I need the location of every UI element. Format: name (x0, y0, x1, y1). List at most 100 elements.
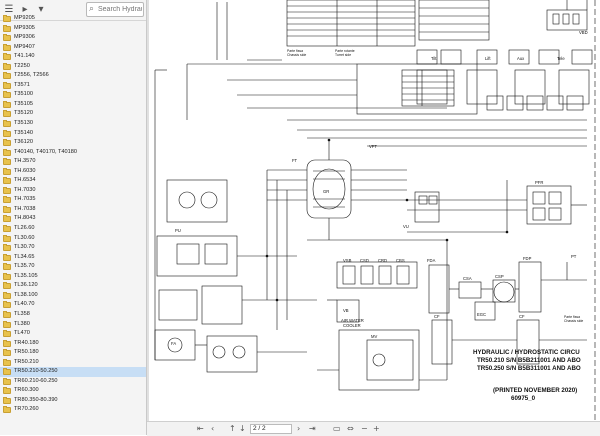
bookmark-item[interactable]: T41.140 (0, 52, 146, 62)
bookmark-item[interactable]: TL36.120 (0, 281, 146, 291)
next-arrow-icon[interactable]: ↓ (239, 424, 246, 433)
bookmark-label: TL35.105 (14, 272, 38, 279)
first-page-icon[interactable]: ⇤ (197, 424, 204, 433)
options-icon[interactable]: ▾ (38, 4, 44, 15)
bookmark-item[interactable]: MP9407 (0, 43, 146, 53)
bookmark-item[interactable]: TR70.260 (0, 405, 146, 415)
bookmark-label: T35105 (14, 100, 33, 107)
folder-icon (3, 24, 11, 32)
folder-icon (3, 53, 11, 61)
cbs-label: CBS (396, 258, 405, 263)
bookmark-label: T35140 (14, 129, 33, 136)
hydraulic-schematic: Parte fissa Chassis side Parte rotante T… (147, 0, 596, 421)
schematic-title-line-3: TR50.250 S/N B5B311001 AND ABO (477, 365, 581, 372)
csd-label: CSD (360, 258, 369, 263)
bookmark-item[interactable]: T35130 (0, 119, 146, 129)
bookmark-item[interactable]: TH.6534 (0, 176, 146, 186)
sidebar-toggle-icon[interactable]: ☰ (4, 4, 14, 15)
document-viewer[interactable]: Parte fissa Chassis side Parte rotante T… (147, 0, 600, 435)
bookmark-label: MP9305 (14, 24, 35, 31)
bookmark-item[interactable]: TL35.70 (0, 262, 146, 272)
last-page-icon[interactable]: ⇥ (309, 424, 316, 433)
bookmark-item[interactable]: TR40.180 (0, 339, 146, 349)
folder-icon (3, 81, 11, 89)
prev-page-icon[interactable]: ‹ (211, 424, 215, 433)
pu-label: PU (175, 228, 181, 233)
folder-icon (3, 110, 11, 118)
folder-icon (3, 396, 11, 404)
bookmark-item[interactable]: TH.7038 (0, 205, 146, 215)
bookmark-item[interactable]: TH.3570 (0, 157, 146, 167)
lift-label: Lift (485, 56, 491, 61)
cf-label-right: CF (519, 314, 525, 319)
fit-width-icon[interactable]: ⇔ (347, 424, 354, 433)
bookmark-label: T35130 (14, 120, 33, 127)
folder-icon (3, 282, 11, 290)
bookmark-item[interactable]: TL470 (0, 329, 146, 339)
bookmark-label: T3571 (14, 81, 30, 88)
folder-icon (3, 310, 11, 318)
folder-icon (3, 330, 11, 338)
expand-icon[interactable]: ▸ (22, 4, 28, 15)
bookmark-item[interactable]: T35140 (0, 129, 146, 139)
bookmark-item[interactable]: TR80.350-80.390 (0, 396, 146, 406)
prev-arrow-icon[interactable]: ↑ (229, 424, 236, 433)
bookmark-item[interactable]: T36120 (0, 138, 146, 148)
vbd-label: VBD (579, 30, 588, 35)
zoom-out-icon[interactable]: − (361, 424, 368, 433)
bookmark-label: T2556, T2566 (14, 72, 49, 79)
bookmark-label: T35100 (14, 91, 33, 98)
bookmark-item[interactable]: MP9305 (0, 24, 146, 34)
bookmark-item[interactable]: TR60.300 (0, 386, 146, 396)
bookmark-item[interactable]: TL40.70 (0, 300, 146, 310)
bookmark-item[interactable]: T35105 (0, 100, 146, 110)
bookmark-label: MP9306 (14, 34, 35, 41)
fit-page-icon[interactable]: ▭ (333, 424, 341, 433)
bookmark-item[interactable]: TL30.60 (0, 234, 146, 244)
folder-icon (3, 148, 11, 156)
bookmark-label: TH.6030 (14, 167, 36, 174)
vb-label: VB (343, 308, 349, 313)
bookmark-label: TH.7038 (14, 205, 36, 212)
bookmark-item[interactable]: T35100 (0, 90, 146, 100)
bookmark-item[interactable]: TR50.210 (0, 358, 146, 368)
bookmark-item[interactable]: TR50.180 (0, 348, 146, 358)
bookmark-item[interactable]: TH.7030 (0, 186, 146, 196)
bookmark-label: TL36.120 (14, 282, 38, 289)
bookmark-label: TL30.70 (14, 244, 35, 251)
gr-label: GR (323, 189, 329, 194)
bookmark-label: TH.7030 (14, 186, 36, 193)
next-page-icon[interactable]: › (297, 424, 301, 433)
bookmark-item[interactable]: MP9306 (0, 33, 146, 43)
page-number-field[interactable]: 2 / 2 (250, 424, 292, 434)
bookmark-item[interactable]: TL26.60 (0, 224, 146, 234)
bookmark-item[interactable]: TL34.65 (0, 253, 146, 263)
bookmark-item[interactable]: TL380 (0, 320, 146, 330)
search-input[interactable] (98, 3, 142, 16)
bookmark-item[interactable]: TL35.105 (0, 272, 146, 282)
bookmark-item[interactable]: T2250 (0, 62, 146, 72)
folder-icon (3, 234, 11, 242)
bookmark-item[interactable]: TL38.100 (0, 291, 146, 301)
bookmark-item[interactable]: T2556, T2566 (0, 71, 146, 81)
tele-label: Tele (557, 56, 565, 61)
aux-label: Aux (517, 56, 525, 61)
bookmark-item[interactable]: T35120 (0, 109, 146, 119)
bookmark-item[interactable]: MP9205 (0, 14, 146, 24)
folder-icon (3, 15, 11, 22)
bookmark-item[interactable]: TR50.210-50.250 (0, 367, 146, 377)
bookmark-label: T36120 (14, 139, 33, 146)
bookmark-item[interactable]: TH.7035 (0, 195, 146, 205)
bookmark-item[interactable]: TH.6030 (0, 167, 146, 177)
zoom-in-icon[interactable]: + (373, 424, 380, 433)
folder-icon (3, 158, 11, 166)
search-box[interactable]: ⌕ (86, 2, 144, 17)
bookmark-label: TL30.60 (14, 234, 35, 241)
bookmark-item[interactable]: TR60.210-60.250 (0, 377, 146, 387)
bookmark-item[interactable]: T3571 (0, 81, 146, 91)
pfr-label: PFR (535, 180, 543, 185)
bookmark-item[interactable]: TL358 (0, 310, 146, 320)
bookmark-item[interactable]: T40140, T40170, T40180 (0, 148, 146, 158)
bookmark-item[interactable]: TH.8043 (0, 214, 146, 224)
bookmark-item[interactable]: TL30.70 (0, 243, 146, 253)
